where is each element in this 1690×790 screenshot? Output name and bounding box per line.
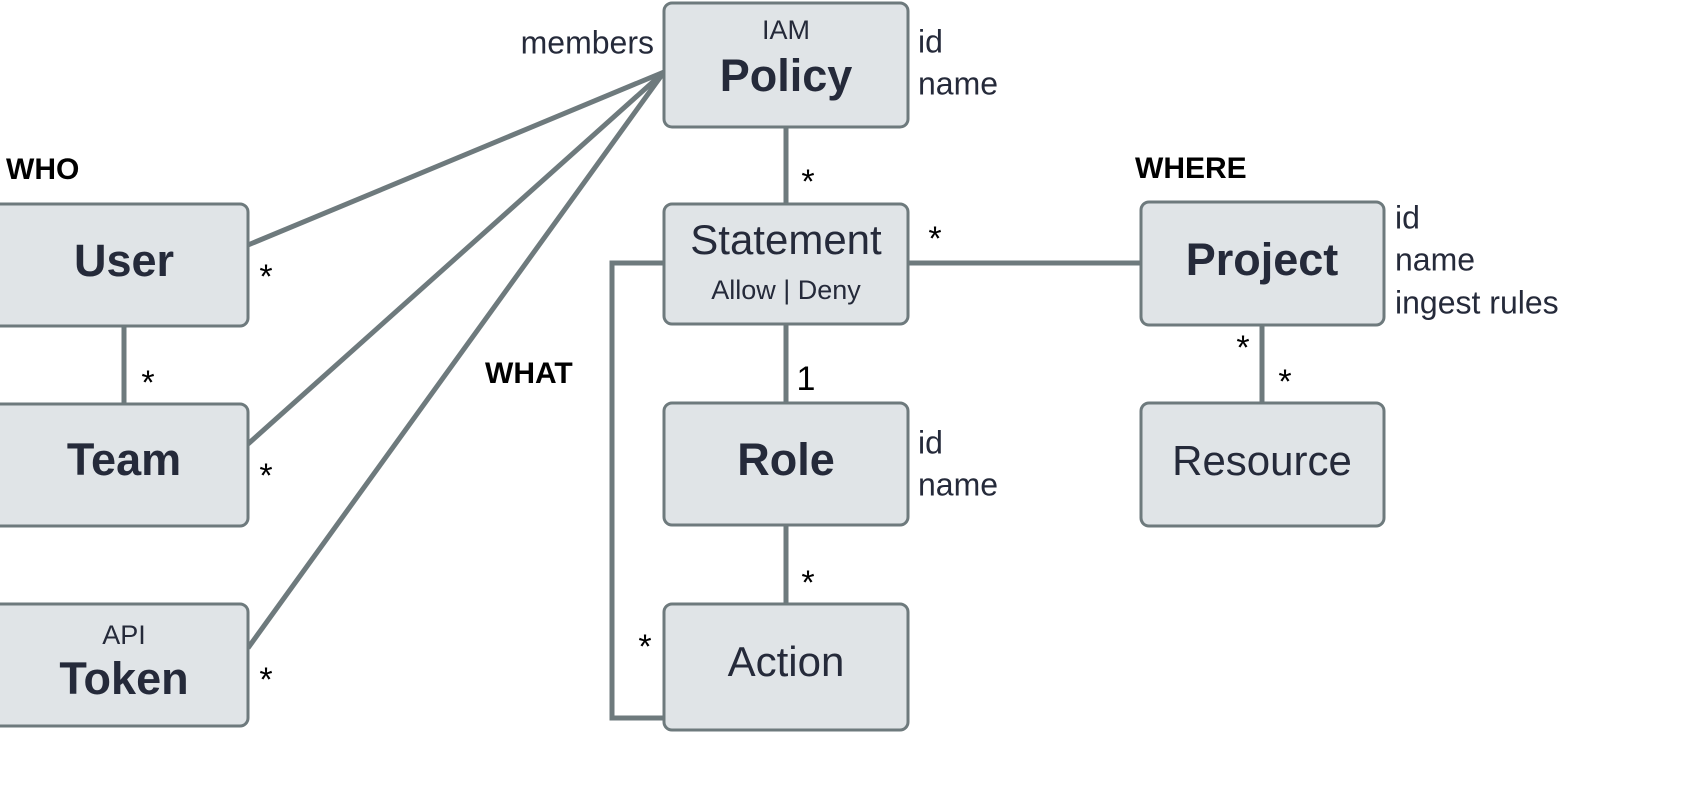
node-policy[interactable]: IAM Policy [662,1,910,129]
node-role-title: Role [737,434,835,485]
node-policy-title: Policy [720,50,853,101]
cardinality-user-policy: * [259,258,272,296]
node-policy-box[interactable] [662,1,910,129]
connector-layer [121,69,1265,721]
node-api-token[interactable]: API Token [0,602,250,728]
role-attr-id: id [918,424,943,460]
project-attr-ingest-rules: ingest rules [1395,284,1559,320]
node-team-title: Team [67,434,181,485]
cardinality-statement-role: 1 [797,360,816,398]
node-team-box[interactable] [0,402,250,528]
attributes-policy: id name [918,23,998,101]
cardinality-statement-project: * [928,220,941,258]
node-user-box[interactable] [0,202,250,328]
node-api-token-title: Token [59,653,188,704]
node-policy-subtitle: IAM [762,15,810,45]
node-action-box[interactable] [662,602,910,732]
node-project-title: Project [1186,234,1339,285]
cardinality-role-action: * [801,564,814,602]
edge-user-policy [247,69,665,248]
edge-team-policy [246,70,666,446]
policy-attr-name: name [918,65,998,101]
cardinality-statement-action: * [638,628,651,666]
cardinality-project-resource-a: * [1236,329,1249,367]
node-role-box[interactable] [662,401,910,527]
cardinality-project-resource-b: * [1278,363,1291,401]
node-statement-subtitle: Allow | Deny [711,275,861,305]
group-label-where: WHERE [1135,152,1247,185]
node-project-box[interactable] [1139,200,1386,327]
node-role[interactable]: Role [662,401,910,527]
attributes-project: id name ingest rules [1395,199,1559,320]
edge-statement-action [609,260,664,721]
edge-label-members: members [521,24,654,60]
role-attr-name: name [918,466,998,502]
group-label-what: WHAT [485,357,573,390]
node-api-token-subtitle: API [102,620,146,650]
node-action[interactable]: Action [662,602,910,732]
node-resource-box[interactable] [1139,401,1386,528]
cardinality-policy-statement: * [801,163,814,201]
project-attr-name: name [1395,241,1475,277]
node-statement-box[interactable] [662,202,910,326]
cardinality-user-team: * [141,364,154,402]
project-attr-id: id [1395,199,1420,235]
edge-token-policy [245,70,667,650]
node-action-title: Action [728,638,845,685]
node-statement-title: Statement [690,216,882,263]
node-team[interactable]: Team [0,402,250,528]
attributes-role: id name [918,424,998,502]
node-resource-title: Resource [1172,437,1352,484]
node-project[interactable]: Project [1139,200,1386,327]
node-user-title: User [74,235,174,286]
node-user[interactable]: User [0,202,250,328]
policy-attr-id: id [918,23,943,59]
group-label-who: WHO [6,153,79,186]
cardinality-team-policy: * [259,457,272,495]
node-statement[interactable]: Statement Allow | Deny [662,202,910,326]
node-api-token-box[interactable] [0,602,250,728]
node-resource[interactable]: Resource [1139,401,1386,528]
cardinality-token-policy: * [259,661,272,699]
